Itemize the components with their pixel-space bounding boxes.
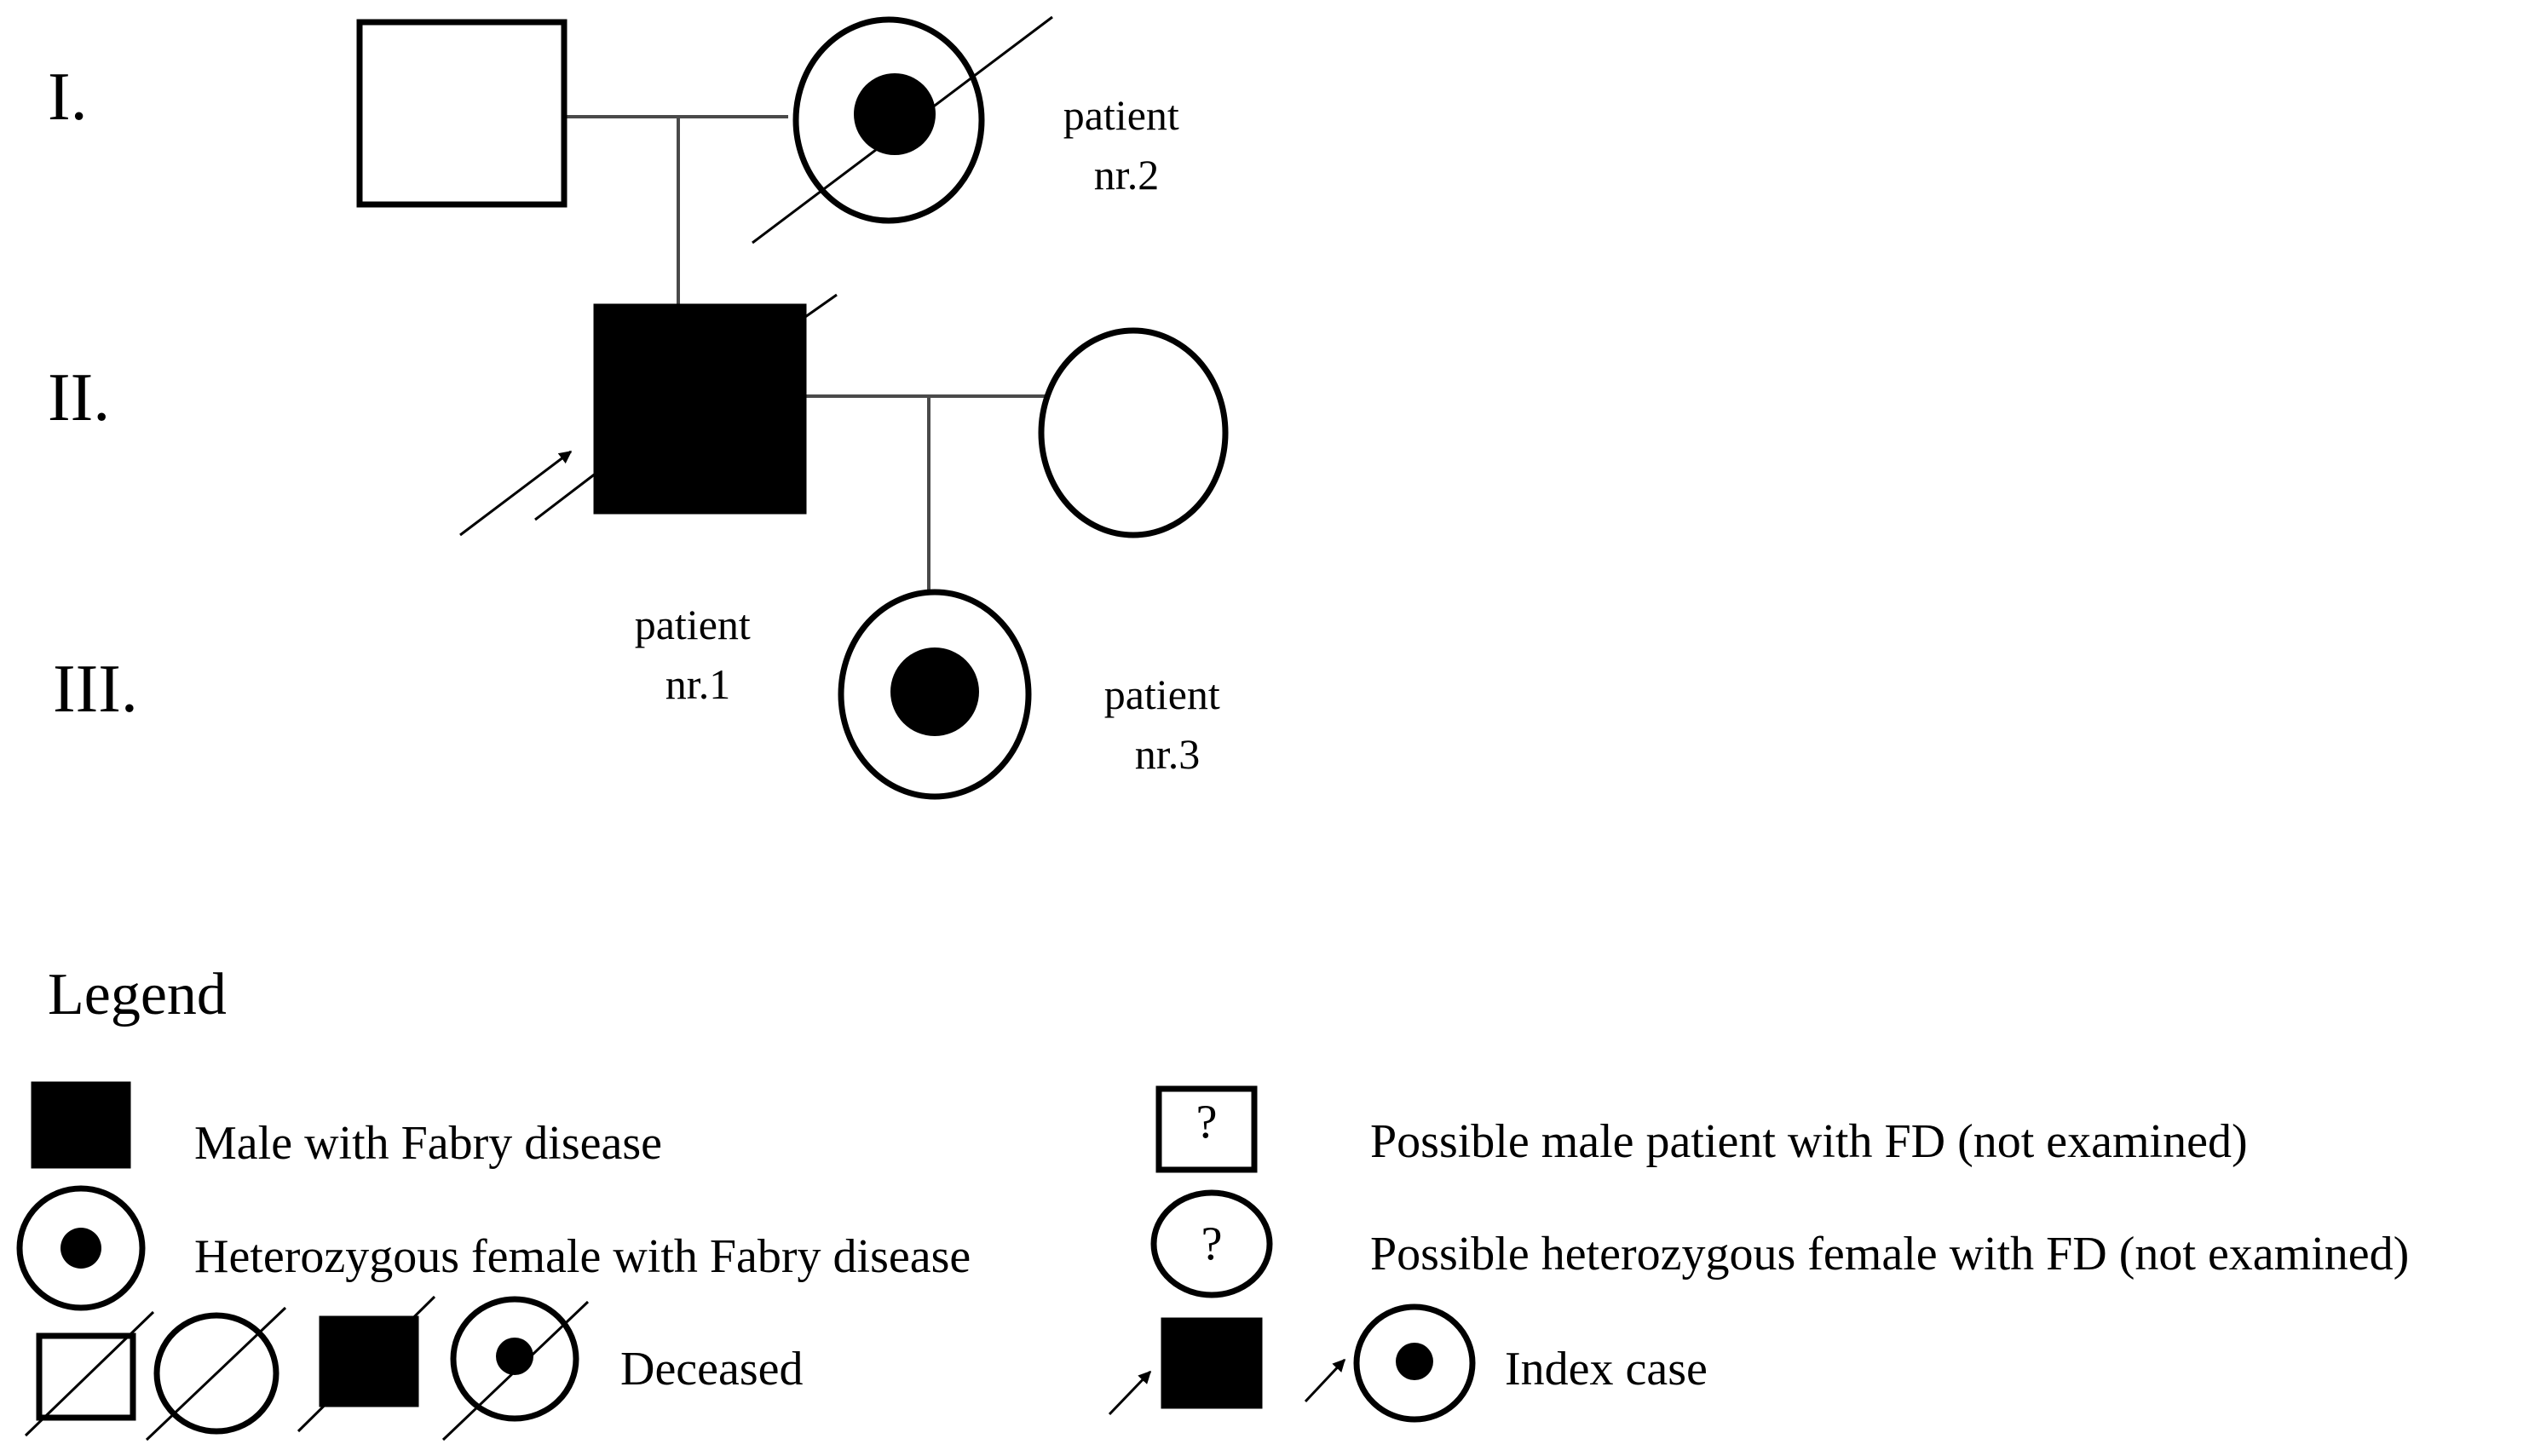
generation-label-1: I. (48, 60, 88, 135)
patient-2-label: patient nr.2 (1063, 91, 1190, 199)
legend-index-arrow-female (1304, 1358, 1346, 1403)
legend-index-male-symbol (1161, 1317, 1263, 1409)
legend-possible-female-text: Possible heterozygous female with FD (no… (1370, 1228, 2409, 1280)
legend-deceased-male-symbol (24, 1310, 155, 1437)
legend-male-fd-symbol (31, 1081, 131, 1169)
legend-male-fd-text: Male with Fabry disease (194, 1117, 662, 1170)
legend-deceased-female-symbol (145, 1306, 287, 1442)
generation-label-2: II. (48, 360, 110, 435)
legend-possible-female-symbol (1150, 1189, 1273, 1298)
legend-index-female-symbol (1353, 1303, 1476, 1423)
legend-index-arrow-male (1108, 1370, 1152, 1416)
generation-label-3: III. (53, 652, 138, 727)
legend-index-case-text: Index case (1505, 1343, 1708, 1396)
legend-deceased-het-female-symbol (441, 1296, 590, 1442)
legend-title: Legend (48, 962, 227, 1027)
gen1-male (356, 19, 567, 208)
legend-possible-male-text: Possible male patient with FD (not exami… (1370, 1115, 2248, 1168)
legend-deceased-text: Deceased (620, 1343, 804, 1396)
patient-3-label: patient nr.3 (1104, 670, 1231, 778)
gen2-male-affected-index (534, 293, 838, 521)
legend-deceased-affected-male-symbol (297, 1295, 436, 1433)
legend-possible-male-question: ? (1196, 1096, 1218, 1148)
legend-female-het-text: Heterozygous female with Fabry disease (194, 1230, 971, 1283)
index-arrow (459, 450, 573, 537)
patient-1-label: patient nr.1 (635, 601, 762, 708)
legend-possible-female-question: ? (1201, 1217, 1223, 1270)
gen2-female-spouse (1038, 327, 1229, 538)
gen3-female-heterozygous (838, 589, 1032, 800)
gen1-female-heterozygous-deceased (752, 15, 1053, 245)
deceased-slash (752, 15, 1053, 245)
legend-female-het-symbol (16, 1185, 146, 1311)
legend-possible-male-symbol (1155, 1085, 1258, 1173)
